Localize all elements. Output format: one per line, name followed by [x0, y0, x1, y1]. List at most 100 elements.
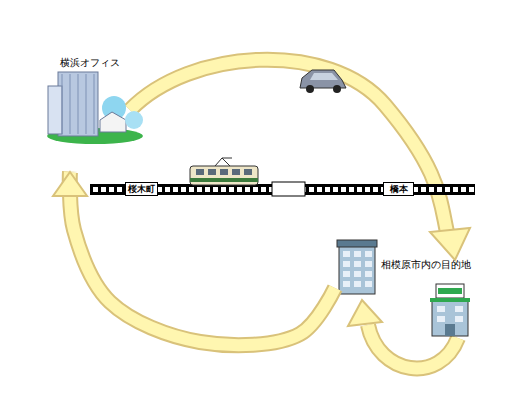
car-body: [300, 70, 346, 88]
station-name: 桜木町: [126, 183, 157, 195]
tree: [125, 111, 143, 129]
building-window: [437, 316, 445, 322]
car-wheel: [333, 85, 341, 93]
track-tie: [317, 187, 322, 192]
tower: [58, 72, 98, 136]
track-tie: [325, 187, 330, 192]
building-roof: [337, 240, 377, 247]
track-tie: [93, 187, 98, 192]
car: [300, 70, 346, 93]
building-window: [343, 251, 350, 257]
track-tie: [213, 187, 218, 192]
building-window: [354, 281, 361, 287]
building-window: [354, 271, 361, 277]
train-stripe: [190, 178, 258, 182]
office-building: 横浜オフィス: [40, 58, 145, 172]
building-window: [365, 251, 372, 257]
flow-arrow: [130, 60, 447, 232]
building-window: [343, 281, 350, 287]
track-tie: [421, 187, 426, 192]
window-line: [86, 74, 87, 134]
car-wheel: [306, 85, 314, 93]
track-tie: [237, 187, 242, 192]
track-tie: [365, 187, 370, 192]
train-window: [244, 169, 252, 175]
track-tie: [181, 187, 186, 192]
track-tie: [373, 187, 378, 192]
train-window: [220, 169, 228, 175]
pantograph: [215, 158, 232, 166]
track-tie: [117, 187, 122, 192]
building-body: [432, 300, 468, 336]
train: [190, 158, 258, 185]
station-box: 橋本: [383, 182, 414, 196]
track-tie: [173, 187, 178, 192]
track-tie: [309, 187, 314, 192]
track-tie: [229, 187, 234, 192]
building-window: [365, 281, 372, 287]
destination-building: [430, 284, 470, 336]
car-window: [310, 73, 338, 80]
track-tie: [333, 187, 338, 192]
track-tie: [429, 187, 434, 192]
track-tie: [245, 187, 250, 192]
train-window: [208, 169, 216, 175]
destination-building: 相模原市内の目的地: [335, 238, 379, 296]
station-box: [272, 182, 305, 196]
place-label: 相模原市内の目的地: [381, 258, 471, 272]
building-clipart: [335, 238, 379, 296]
track-tie: [165, 187, 170, 192]
train-window: [232, 169, 240, 175]
track-tie: [205, 187, 210, 192]
building-door: [445, 324, 455, 336]
track-tie: [469, 187, 474, 192]
track-tie: [221, 187, 226, 192]
track-tie: [261, 187, 266, 192]
arrow-fill: [70, 172, 335, 345]
building-sign: [438, 288, 462, 294]
track-tie: [189, 187, 194, 192]
place-label: 横浜オフィス: [60, 56, 120, 70]
building-window: [365, 261, 372, 267]
building-window: [343, 261, 350, 267]
track-tie: [109, 187, 114, 192]
window-line: [62, 74, 63, 134]
window-line: [70, 74, 71, 134]
building-body: [339, 246, 375, 294]
window-line: [78, 74, 79, 134]
tower: [48, 86, 62, 134]
flow-arrow: [130, 60, 447, 232]
flow-arrow: [53, 172, 335, 345]
window-line: [94, 74, 95, 134]
station-box: 桜木町: [125, 182, 158, 196]
building-roof: [430, 298, 470, 302]
arrow-outline: [70, 172, 335, 345]
track-tie: [253, 187, 258, 192]
building-window: [365, 271, 372, 277]
office-clipart: [40, 58, 145, 172]
building-window: [437, 306, 445, 312]
station-name: 橋本: [384, 183, 413, 195]
track-tie: [445, 187, 450, 192]
house: [100, 112, 126, 132]
arrow-head: [348, 300, 382, 326]
track-tie: [437, 187, 442, 192]
track-tie: [349, 187, 354, 192]
track-tie: [197, 187, 202, 192]
building-window: [455, 306, 463, 312]
building-window: [354, 261, 361, 267]
track-tie: [357, 187, 362, 192]
track-tie: [101, 187, 106, 192]
arrow-head: [53, 172, 87, 196]
track-tie: [453, 187, 458, 192]
building-window: [354, 251, 361, 257]
building-sign: [436, 284, 464, 298]
track-tie: [341, 187, 346, 192]
track-tie: [461, 187, 466, 192]
building-window: [343, 271, 350, 277]
building-window: [455, 316, 463, 322]
train-window: [196, 169, 204, 175]
